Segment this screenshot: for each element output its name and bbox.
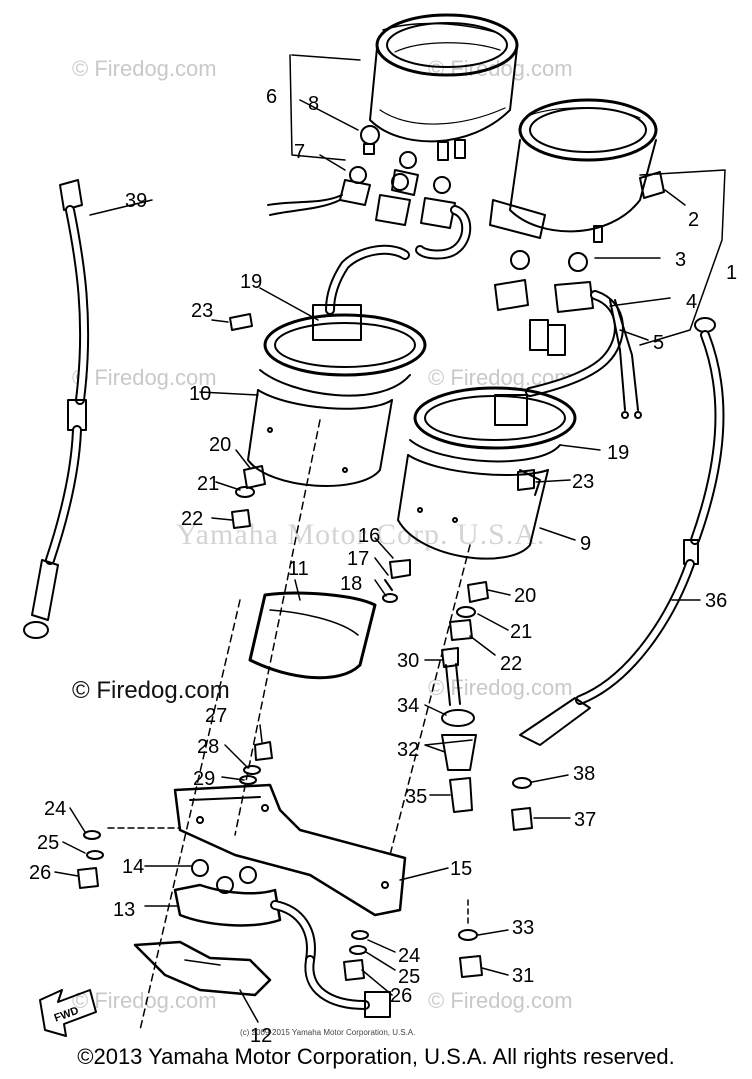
callout-9: 9 [580,533,591,555]
callout-20-left: 20 [209,434,231,456]
callout-11: 11 [288,558,309,580]
callout-26-right: 26 [390,985,412,1007]
callout-25-left: 25 [37,832,59,854]
callout-23-left: 23 [191,300,213,322]
bulb-sockets-right [494,250,642,426]
left-fasteners [229,313,266,529]
meter-bracket [173,783,407,917]
watermark-main: © Firedog.com [72,677,230,704]
callout-7: 7 [294,141,305,163]
callout-14: 14 [122,856,144,878]
callout-23-right: 23 [572,471,594,493]
meter-cover [248,591,377,680]
lower-left-fasteners [77,741,273,889]
callout-19-left: 19 [240,271,262,293]
callout-38: 38 [573,763,595,785]
callout-12: 12 [250,1025,272,1047]
watermark-mid-left: © Firedog.com [72,365,217,390]
callout-3: 3 [675,249,686,271]
speedometer-cable [23,179,90,639]
fwd-label: FWD [53,1005,81,1025]
watermark-bottom-right: © Firedog.com [428,988,573,1013]
callout-2: 2 [688,209,699,231]
left-meter-case [247,313,427,487]
watermark-center: Yamaha Motor Corp. U.S.A. [176,518,546,551]
callout-10: 10 [189,383,211,405]
callout-22-right: 22 [500,653,522,675]
callout-22-left: 22 [181,508,203,530]
callout-21-right: 21 [510,621,532,643]
callout-6: 6 [266,86,277,108]
callout-26-left: 26 [29,862,51,884]
upper-right-meter [489,98,665,243]
bulb-sockets-upper [267,125,472,341]
callout-5: 5 [653,332,664,354]
callout-19-right: 19 [607,442,629,464]
callout-21-left: 21 [197,473,219,495]
callout-39: 39 [125,190,147,212]
callout-27: 27 [205,705,227,727]
leader-lines [54,54,726,1031]
indicator-lights [173,859,391,1018]
callout-4: 4 [686,291,697,313]
callout-34: 34 [397,695,419,717]
right-fasteners [343,777,533,981]
callout-37: 37 [574,809,596,831]
callout-32: 32 [397,739,419,761]
callout-24-right: 24 [398,945,420,967]
callout-24-left: 24 [44,798,66,820]
copyright-footer: ©2013 Yamaha Motor Corporation, U.S.A. A… [77,1044,675,1069]
watermark-lower-right: © Firedog.com [428,675,573,700]
callout-17: 17 [347,548,369,570]
watermark-top-left: © Firedog.com [72,56,217,81]
right-meter-case [397,386,577,560]
callout-1: 1 [726,262,737,284]
callout-20-right: 20 [514,585,536,607]
callout-16: 16 [358,525,380,547]
callout-31: 31 [512,965,534,987]
lower-bracket [133,940,272,997]
callout-13: 13 [113,899,135,921]
callout-25-right: 25 [398,966,420,988]
watermark-top-right: © Firedog.com [428,56,573,81]
callout-15: 15 [450,858,472,880]
callout-18: 18 [340,573,362,595]
callout-33: 33 [512,917,534,939]
callout-30: 30 [397,650,419,672]
callout-28: 28 [197,736,219,758]
callout-29: 29 [193,768,215,790]
fine-print: (c) 2009-2015 Yamaha Motor Corporation, … [240,1028,416,1037]
forward-arrow-icon: FWD [39,989,97,1037]
callout-labels: 1 2 3 4 5 6 7 8 9 10 11 12 13 14 15 16 1… [29,86,737,1047]
callout-36: 36 [705,590,727,612]
callout-35: 35 [405,786,427,808]
tachometer-cable [519,317,725,746]
upper-left-meter [369,13,519,161]
center-fasteners [382,469,535,603]
callout-8: 8 [308,93,319,115]
